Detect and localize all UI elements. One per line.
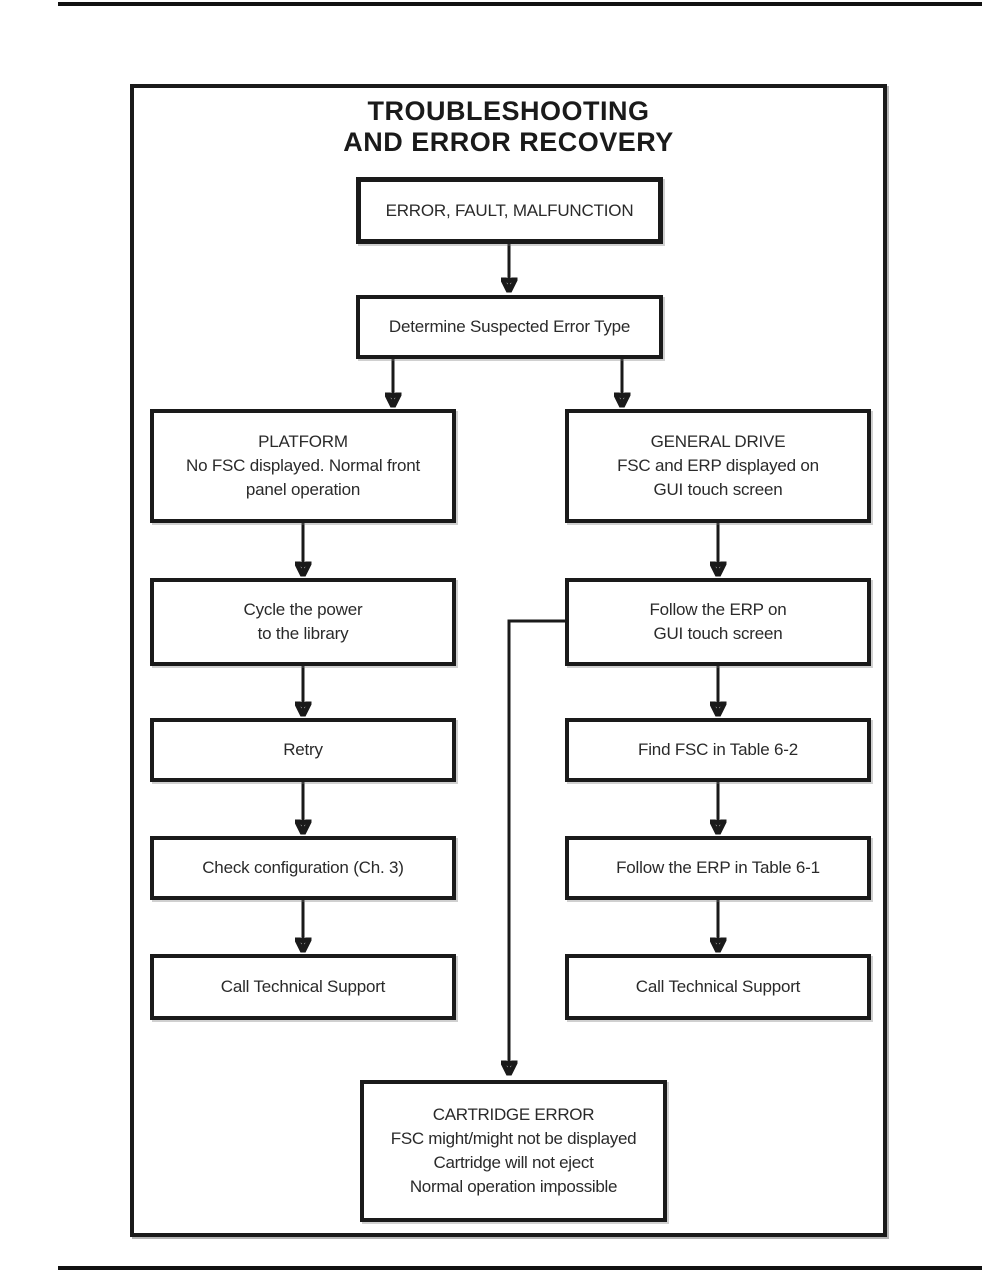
flowchart-border [130,84,887,1237]
page-bottom-rule [58,1266,982,1270]
node-line: FSC and ERP displayed on [617,456,819,475]
node-line: panel operation [245,480,361,499]
node-line: No FSC displayed. Normal front [186,456,420,475]
node-line: Call Technical Support [220,977,386,996]
node-determine-error-type: Determine Suspected Error Type [356,295,663,359]
page-top-rule [58,2,982,6]
node-line: GUI touch screen [653,624,783,643]
node-line: Find FSC in Table 6-2 [638,740,798,759]
node-line: GENERAL DRIVE [650,432,786,451]
flowchart-title: TROUBLESHOOTING AND ERROR RECOVERY [130,96,887,158]
node-line: Normal operation impossible [409,1177,618,1196]
node-line: to the library [257,624,349,643]
node-follow-erp-gui: Follow the ERP on GUI touch screen [565,578,871,666]
node-line: Follow the ERP in Table 6-1 [616,858,820,877]
node-line: Call Technical Support [635,977,801,996]
node-error-fault-malfunction: ERROR, FAULT, MALFUNCTION [356,177,663,244]
node-line: CARTRIDGE ERROR [432,1105,595,1124]
node-retry: Retry [150,718,456,782]
node-cartridge-error: CARTRIDGE ERROR FSC might/might not be d… [360,1080,667,1222]
node-check-configuration: Check configuration (Ch. 3) [150,836,456,900]
node-line: PLATFORM [258,432,348,451]
title-line-1: TROUBLESHOOTING [367,96,650,126]
node-line: ERROR, FAULT, MALFUNCTION [385,200,634,220]
node-platform: PLATFORM No FSC displayed. Normal front … [150,409,456,523]
node-line: FSC might/might not be displayed [390,1129,637,1148]
node-find-fsc-table: Find FSC in Table 6-2 [565,718,871,782]
node-general-drive: GENERAL DRIVE FSC and ERP displayed on G… [565,409,871,523]
node-line: Cartridge will not eject [433,1153,594,1172]
node-line: Cycle the power [243,600,363,619]
node-line: Follow the ERP on [649,600,787,619]
title-line-2: AND ERROR RECOVERY [343,127,674,157]
node-call-technical-support-right: Call Technical Support [565,954,871,1020]
node-line: Retry [283,740,323,759]
node-line: Determine Suspected Error Type [388,317,631,336]
node-line: GUI touch screen [653,480,783,499]
node-line: Check configuration (Ch. 3) [202,858,404,877]
node-cycle-power: Cycle the power to the library [150,578,456,666]
node-follow-erp-table: Follow the ERP in Table 6-1 [565,836,871,900]
node-call-technical-support-left: Call Technical Support [150,954,456,1020]
